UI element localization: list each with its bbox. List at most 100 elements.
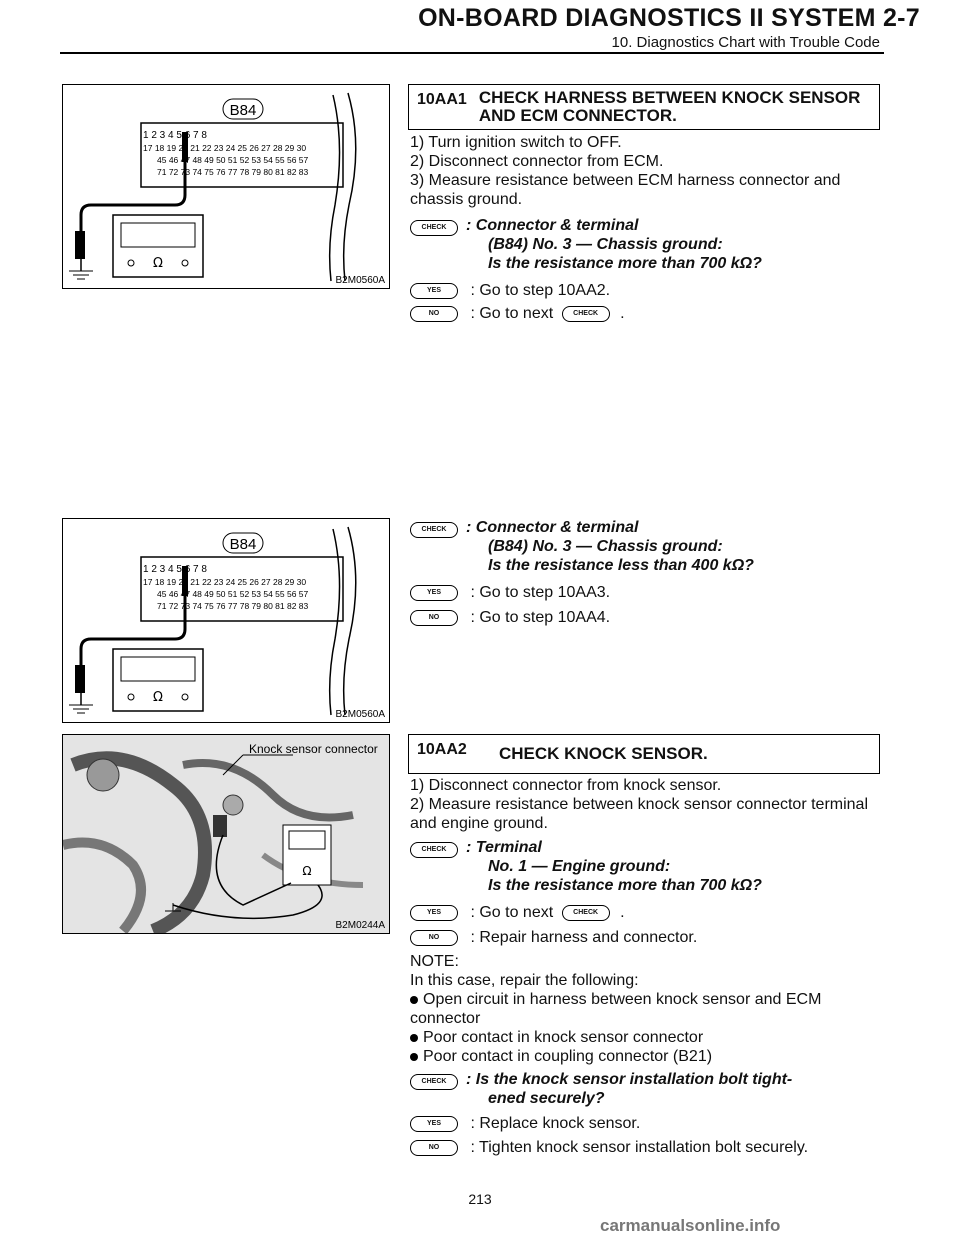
- check-line: : Connector & terminal: [466, 519, 639, 536]
- yes-suffix: .: [605, 282, 611, 299]
- no-text: : Tighten knock sensor installation bolt…: [470, 1139, 809, 1156]
- note-item: Poor contact in coupling connector (B21): [410, 1047, 880, 1066]
- bullet-icon: [410, 995, 418, 1004]
- figure-caption: B2M0560A: [336, 275, 386, 286]
- connector-label: B84: [230, 102, 257, 119]
- connector-diagram-1: B84 1 2 3 4 5 6 7 8 17 18 19 20 21 22 23…: [69, 92, 386, 286]
- check-line: No. 1 — Engine ground:: [488, 858, 671, 875]
- check-block: CHECK : Connector & terminal (B84) No. 3…: [410, 216, 880, 273]
- svg-text:Ω: Ω: [302, 864, 311, 878]
- check-block-2: CHECK : Connector & terminal (B84) No. 3…: [410, 518, 880, 575]
- figure-connector-diagram-1: B84 1 2 3 4 5 6 7 8 17 18 19 20 21 22 23…: [62, 84, 390, 289]
- yes-text: : Go to step: [470, 282, 558, 299]
- note-item: Poor contact in knock sensor connector: [410, 1028, 880, 1047]
- check-line: (B84) No. 3 — Chassis ground:: [488, 236, 723, 253]
- no-badge: NO: [410, 1139, 458, 1156]
- check-badge: CHECK: [561, 904, 610, 921]
- no-row: NO : Repair harness and connector.: [410, 928, 697, 947]
- pin-row: 45 46 47 48 49 50 51 52 53 54 55 56 57: [157, 589, 309, 599]
- step-id: 10AA1: [417, 91, 467, 108]
- check-badge: CHECK: [410, 522, 458, 538]
- figure-connector-diagram-2: B84 1 2 3 4 5 6 7 8 17 18 19 20 21 22 23…: [62, 518, 390, 723]
- instruction-line: 3) Measure resistance between ECM harnes…: [410, 172, 841, 208]
- photo-label: Knock sensor connector: [249, 742, 378, 756]
- note-item-text: Poor contact in knock sensor connector: [423, 1029, 704, 1046]
- check-block-4: CHECK : Is the knock sensor installation…: [410, 1070, 880, 1108]
- page-header-title: ON-BOARD DIAGNOSTICS II SYSTEM 2-7: [418, 4, 920, 32]
- no-badge: NO: [410, 929, 458, 946]
- svg-text:Ω: Ω: [153, 690, 163, 705]
- figure-knock-sensor-photo: Knock sensor connector Ω B2M0244A: [61, 734, 390, 938]
- connector-diagram-2: B84 1 2 3 4 5 6 7 8 17 18 19 20 21 22 23…: [69, 526, 386, 720]
- no-row: NO : Go to next CHECK .: [410, 304, 625, 323]
- no-badge: NO: [410, 305, 458, 322]
- yes-row: YES : Go to step 10AA3.: [410, 583, 610, 602]
- yes-suffix: .: [620, 904, 625, 921]
- no-row: NO : Tighten knock sensor installation b…: [410, 1138, 808, 1157]
- step-link[interactable]: 10AA2: [557, 282, 606, 299]
- bullet-icon: [410, 1052, 418, 1061]
- no-text: : Go to next: [470, 305, 554, 322]
- instruction-line: 2) Disconnect connector from ECM.: [410, 153, 664, 170]
- check-badge: CHECK: [410, 842, 458, 858]
- step-title: CHECK KNOCK SENSOR.: [499, 744, 708, 763]
- check-line: (B84) No. 3 — Chassis ground:: [488, 538, 723, 555]
- note-item: Open circuit in harness between knock se…: [410, 990, 880, 1028]
- pin-row: 17 18 19 20 21 22 23 24 25 26 27 28 29 3…: [143, 577, 306, 587]
- check-line: Is the resistance more than 700 kΩ?: [488, 877, 762, 894]
- step-instructions: 1) Turn ignition switch to OFF. 2) Disco…: [410, 133, 880, 209]
- yes-text: : Go to step: [470, 584, 558, 601]
- note-intro: In this case, repair the following:: [410, 972, 639, 989]
- yes-row: YES : Go to next CHECK .: [410, 903, 625, 922]
- note-label: NOTE:: [410, 953, 459, 970]
- no-row: NO : Go to step 10AA4.: [410, 608, 610, 627]
- yes-badge: YES: [410, 584, 458, 601]
- no-suffix: .: [605, 609, 611, 626]
- step-title: CHECK HARNESS BETWEEN KNOCK SENSOR AND E…: [478, 88, 861, 125]
- figure-caption: B2M0244A: [336, 920, 386, 931]
- check-badge: CHECK: [410, 220, 458, 236]
- yes-badge: YES: [410, 282, 458, 299]
- pin-row: 71 72 73 74 75 76 77 78 79 80 81 82 83: [157, 601, 309, 611]
- note-item-text: Poor contact in coupling connector (B21): [423, 1048, 713, 1065]
- section-number: 2-7: [882, 4, 920, 32]
- page-number: 213: [468, 1191, 492, 1207]
- figure-caption: B2M0560A: [336, 709, 386, 720]
- pin-row: 17 18 19 20 21 22 23 24 25 26 27 28 29 3…: [143, 143, 306, 153]
- watermark: carmanualsonline.info: [600, 1216, 781, 1235]
- header-divider: [60, 52, 884, 54]
- instruction-line: 1) Turn ignition switch to OFF.: [410, 134, 622, 151]
- check-block-3: CHECK : Terminal No. 1 — Engine ground: …: [410, 838, 880, 895]
- note-block: NOTE: In this case, repair the following…: [410, 952, 880, 1066]
- step-header-10AA1: 10AA1 CHECK HARNESS BETWEEN KNOCK SENSOR…: [408, 84, 880, 130]
- pin-row: 1 2 3 4 5 6 7 8: [143, 564, 207, 575]
- yes-row: YES : Replace knock sensor.: [410, 1114, 640, 1133]
- pin-row: 71 72 73 74 75 76 77 78 79 80 81 82 83: [157, 167, 309, 177]
- step-link[interactable]: 10AA3: [557, 584, 606, 601]
- step-link[interactable]: 10AA4: [557, 609, 606, 626]
- instruction-line: 1) Disconnect connector from knock senso…: [410, 777, 722, 794]
- no-text: : Go to step: [470, 609, 558, 626]
- no-suffix: .: [620, 305, 625, 322]
- step-id: 10AA2: [417, 741, 467, 758]
- note-item-text: Open circuit in harness between knock se…: [410, 991, 822, 1027]
- check-line: Is the resistance more than 700 kΩ?: [488, 255, 762, 272]
- yes-text: : Replace knock sensor.: [470, 1115, 641, 1132]
- check-badge: CHECK: [561, 305, 610, 322]
- yes-text: : Go to next: [470, 904, 554, 921]
- check-badge: CHECK: [410, 1074, 458, 1090]
- yes-badge: YES: [410, 904, 458, 921]
- svg-text:Ω: Ω: [153, 256, 163, 271]
- step-instructions: 1) Disconnect connector from knock senso…: [410, 776, 880, 833]
- connector-label: B84: [230, 536, 257, 553]
- no-text: : Repair harness and connector.: [470, 929, 698, 946]
- check-line: : Connector & terminal: [466, 217, 639, 234]
- yes-row: YES : Go to step 10AA2.: [410, 281, 610, 300]
- check-line: : Terminal: [466, 839, 542, 856]
- bullet-icon: [410, 1033, 418, 1042]
- pin-row: 1 2 3 4 5 6 7 8: [143, 130, 207, 141]
- yes-suffix: .: [605, 584, 611, 601]
- no-badge: NO: [410, 609, 458, 626]
- check-line: ened securely?: [488, 1090, 605, 1107]
- page-header-subtitle: 10. Diagnostics Chart with Trouble Code: [611, 34, 880, 51]
